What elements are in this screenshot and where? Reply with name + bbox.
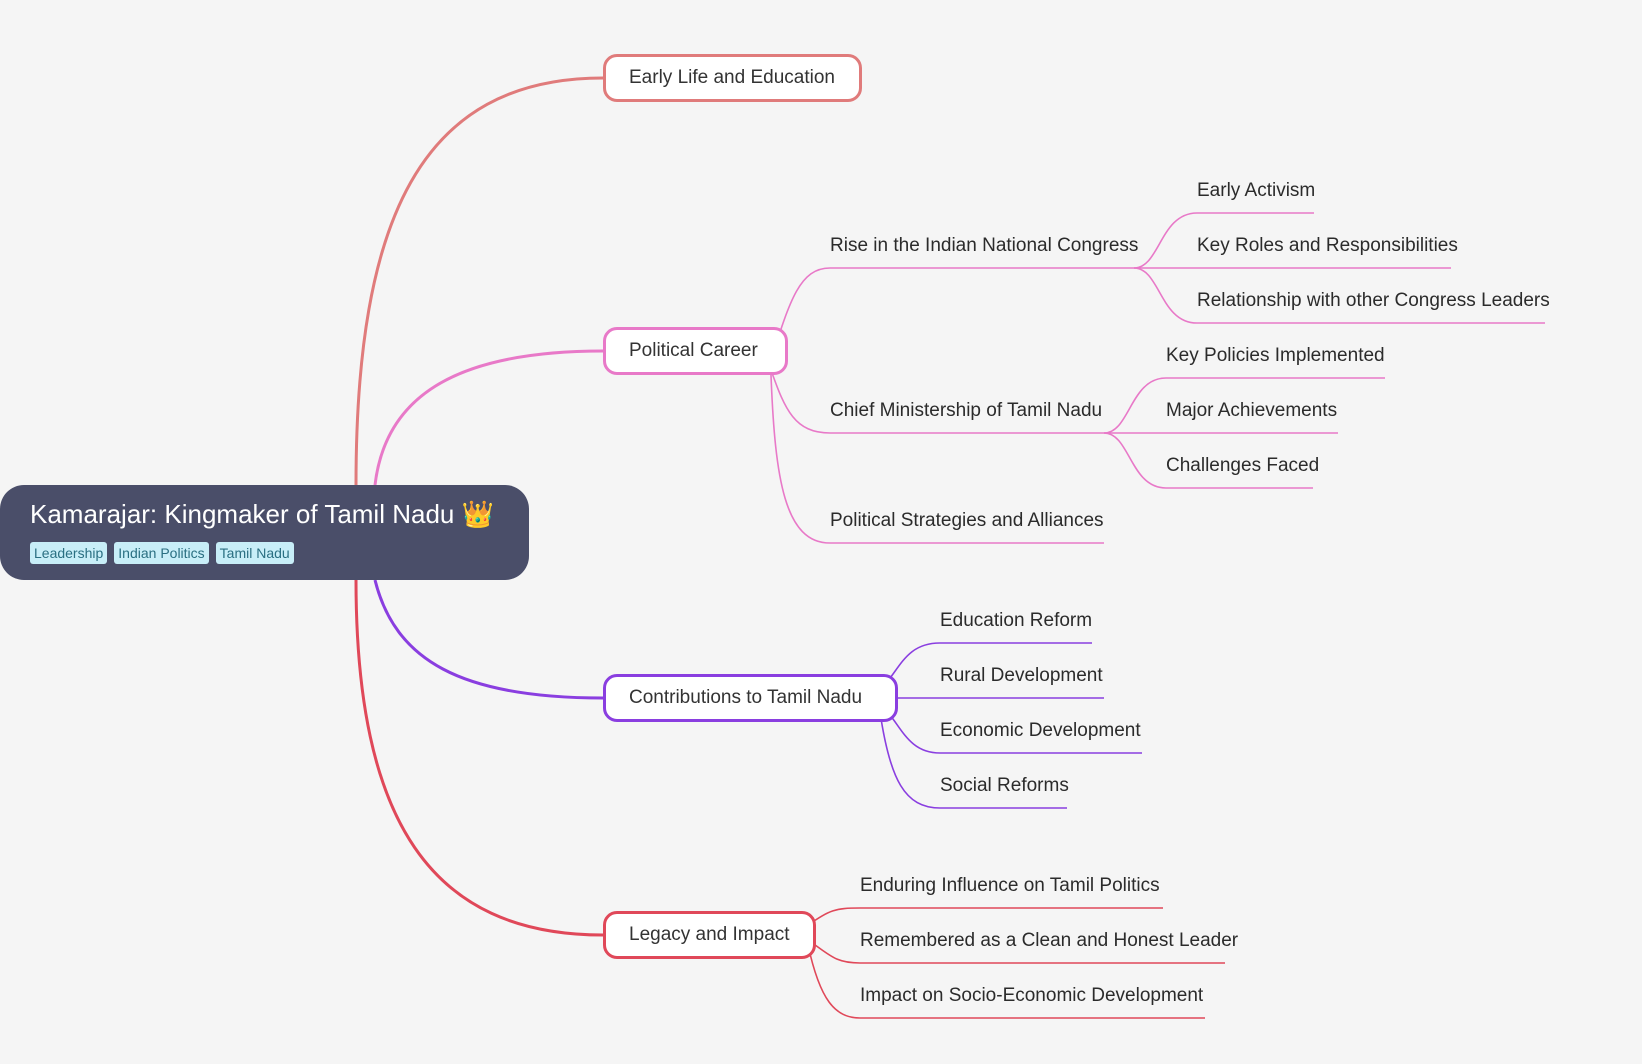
connector-relationship bbox=[1133, 267, 1545, 324]
connector-political-career bbox=[373, 349, 604, 486]
tag-list: Leadership Indian Politics Tamil Nadu bbox=[30, 542, 529, 564]
connector-key-policies bbox=[1103, 377, 1385, 434]
branch-political-career[interactable]: Political Career bbox=[603, 327, 788, 375]
branch-contributions-to-tamil-nadu[interactable]: Contributions to Tamil Nadu bbox=[603, 674, 898, 722]
node-key-policies[interactable]: Key Policies Implemented bbox=[1166, 345, 1385, 366]
node-rise-in-inc[interactable]: Rise in the Indian National Congress bbox=[830, 235, 1139, 256]
connector-early-activism bbox=[1133, 212, 1314, 269]
tag-indian-politics[interactable]: Indian Politics bbox=[114, 542, 209, 564]
node-education-reform[interactable]: Education Reform bbox=[940, 610, 1093, 631]
connector-early-life bbox=[354, 76, 604, 486]
node-major-achievements[interactable]: Major Achievements bbox=[1166, 400, 1338, 421]
node-challenges-faced[interactable]: Challenges Faced bbox=[1166, 455, 1320, 476]
node-social-reforms[interactable]: Social Reforms bbox=[940, 775, 1069, 796]
connector-challenges bbox=[1103, 432, 1313, 489]
connector-rise-inc bbox=[770, 267, 1134, 361]
connector-enduring-influence bbox=[807, 907, 1163, 926]
connector-socio-economic bbox=[807, 944, 1205, 1019]
connector-contributions bbox=[373, 579, 604, 700]
node-enduring-influence[interactable]: Enduring Influence on Tamil Politics bbox=[860, 875, 1160, 896]
tag-tamil-nadu[interactable]: Tamil Nadu bbox=[215, 542, 294, 564]
node-economic-development[interactable]: Economic Development bbox=[940, 720, 1141, 741]
branch-legacy-and-impact[interactable]: Legacy and Impact bbox=[603, 911, 816, 959]
connector-legacy bbox=[354, 579, 604, 937]
node-key-roles[interactable]: Key Roles and Responsibilities bbox=[1197, 235, 1458, 256]
node-socio-economic-impact[interactable]: Impact on Socio-Economic Development bbox=[860, 985, 1204, 1006]
node-early-activism[interactable]: Early Activism bbox=[1197, 180, 1316, 201]
connector-social-reforms bbox=[879, 711, 1067, 809]
root-node[interactable]: Kamarajar: Kingmaker of Tamil Nadu 👑 Lea… bbox=[0, 485, 529, 580]
node-chief-ministership[interactable]: Chief Ministership of Tamil Nadu bbox=[830, 400, 1103, 421]
node-clean-honest-leader[interactable]: Remembered as a Clean and Honest Leader bbox=[860, 930, 1239, 951]
root-title-row: Kamarajar: Kingmaker of Tamil Nadu 👑 bbox=[30, 499, 529, 530]
tag-leadership[interactable]: Leadership bbox=[30, 542, 108, 564]
root-title: Kamarajar: Kingmaker of Tamil Nadu bbox=[30, 499, 455, 529]
branch-early-life-and-education[interactable]: Early Life and Education bbox=[603, 54, 862, 102]
connector-political-strategies bbox=[770, 374, 1104, 544]
crown-icon: 👑 bbox=[461, 499, 494, 529]
node-rural-development[interactable]: Rural Development bbox=[940, 665, 1103, 686]
connector-chief-ministership bbox=[770, 369, 1104, 434]
node-political-strategies[interactable]: Political Strategies and Alliances bbox=[830, 510, 1104, 531]
node-relationship-congress-leaders[interactable]: Relationship with other Congress Leaders bbox=[1197, 290, 1550, 311]
